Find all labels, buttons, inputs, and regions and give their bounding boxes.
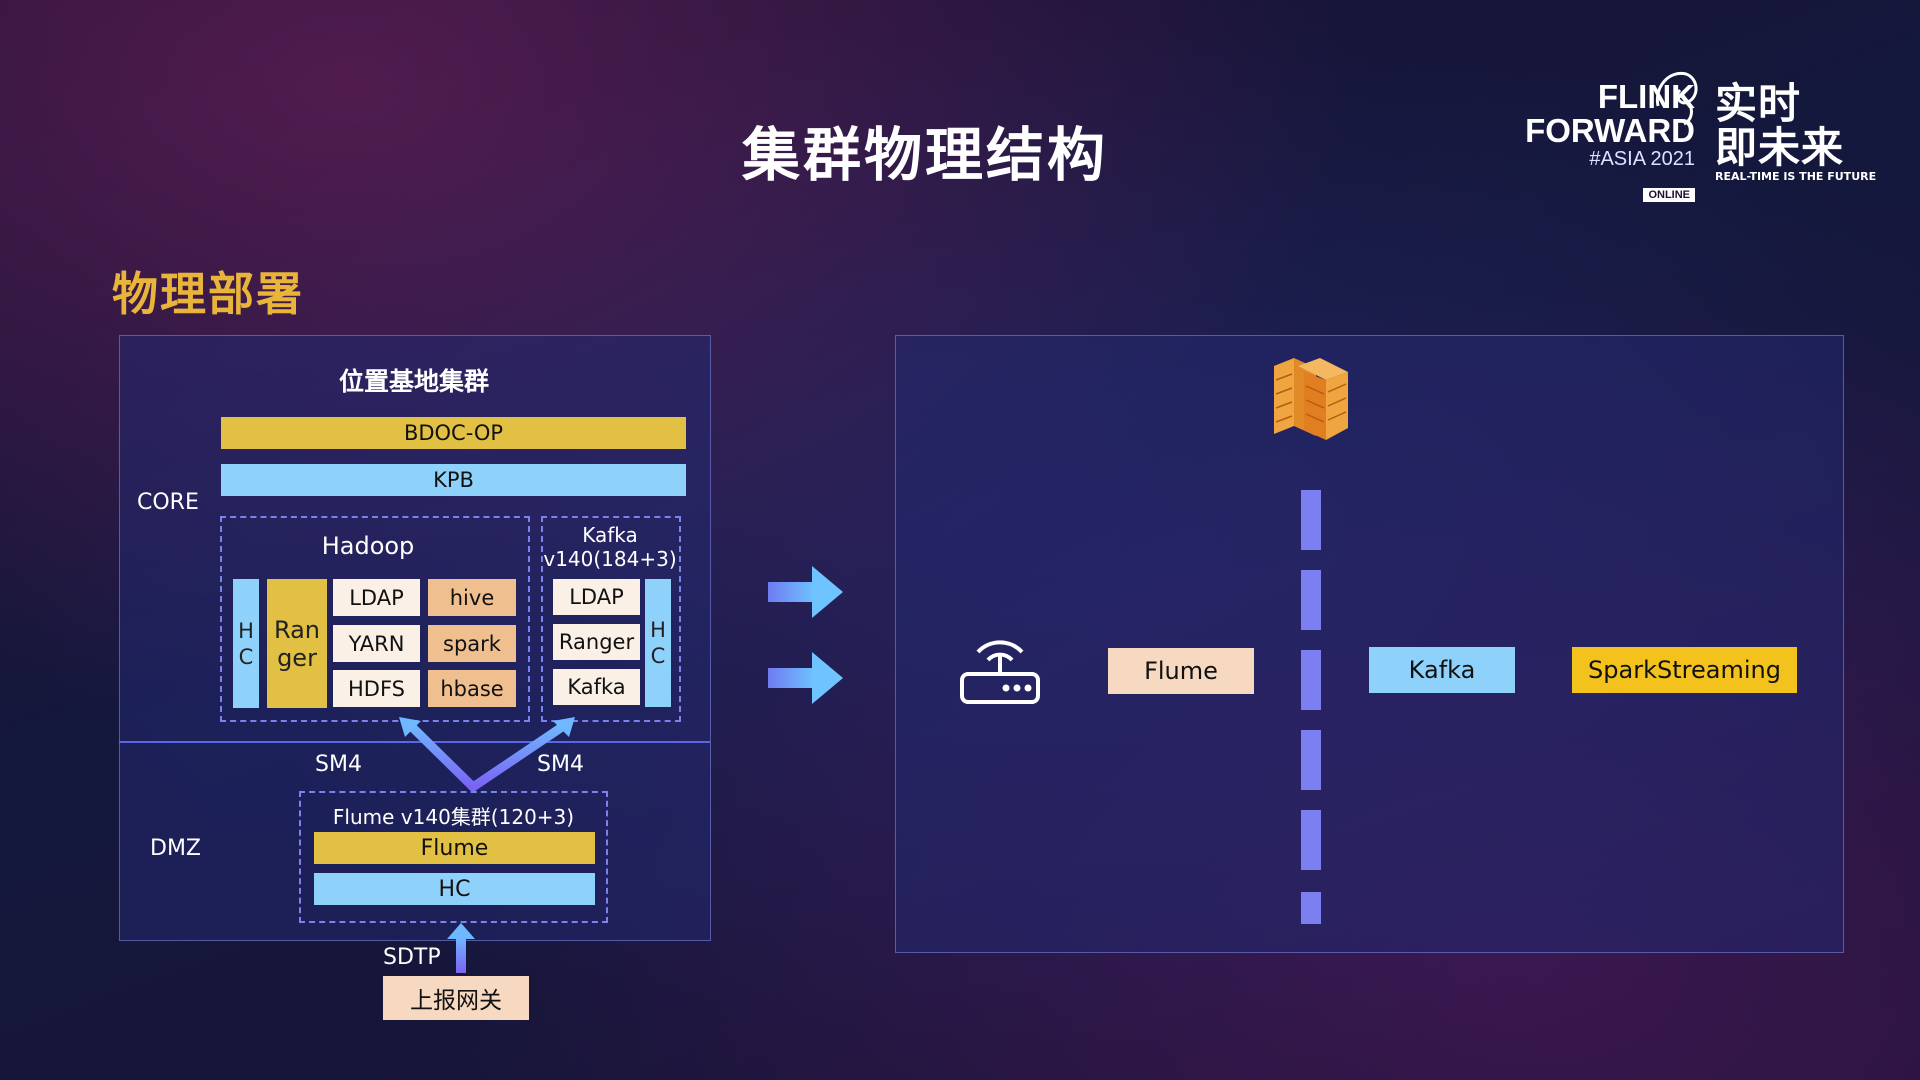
logo-cn2: 即未来	[1715, 123, 1845, 172]
realtime-logo: 实时 即未来 REAL-TIME IS THE FUTURE	[1715, 82, 1876, 184]
right-arrow-icon-top	[768, 566, 843, 618]
right-arrow-icon-bottom	[768, 652, 843, 704]
core-label: CORE	[137, 490, 199, 515]
hdfs-block: HDFS	[333, 670, 420, 707]
hbase-block: hbase	[428, 670, 516, 707]
right-kafka-box: Kafka	[1369, 647, 1515, 693]
dmz-label: DMZ	[150, 836, 201, 861]
flume-cluster-group	[299, 791, 608, 923]
sm4-left-label: SM4	[315, 752, 362, 777]
hadoop-hc-block: H C	[233, 579, 259, 708]
kafka-ranger: Ranger	[553, 624, 640, 660]
flume-cluster-hc: HC	[314, 873, 595, 905]
sdtp-arrow-icon	[447, 923, 475, 973]
kafka-block: Kafka	[553, 669, 640, 705]
squirrel-icon	[1655, 71, 1698, 126]
hadoop-hc-bottom: C	[238, 644, 254, 669]
sm4-right-label: SM4	[537, 752, 584, 777]
ranger-bottom: ger	[277, 643, 317, 672]
logo-line3: #ASIA 2021	[1589, 148, 1695, 170]
logo-tagline: REAL-TIME IS THE FUTURE	[1715, 170, 1877, 183]
logo-line2: FORWARD	[1525, 112, 1695, 149]
kafka-group	[541, 516, 681, 722]
bdoc-op-bar: BDOC-OP	[221, 417, 686, 449]
right-flume-box: Flume	[1108, 648, 1254, 694]
sm4-arrows	[399, 717, 575, 792]
core-dmz-divider	[119, 741, 710, 743]
spark-block: spark	[428, 625, 516, 662]
logo-cn1: 实时	[1715, 79, 1802, 128]
network-panel	[895, 335, 1844, 953]
hadoop-ldap: LDAP	[333, 579, 420, 616]
cluster-title: 位置基地集群	[338, 367, 489, 396]
flume-cluster-flume: Flume	[314, 832, 595, 864]
hadoop-group	[220, 516, 530, 722]
ranger-top: Ran	[273, 615, 321, 644]
gateway-box: 上报网关	[383, 976, 529, 1020]
kafka-ldap: LDAP	[553, 579, 640, 615]
hadoop-title: Hadoop	[321, 532, 415, 560]
kafka-title-line1: Kafka	[582, 523, 638, 547]
yarn-block: YARN	[333, 625, 420, 662]
hadoop-hc-top: H	[238, 618, 254, 643]
kafka-group-title: Kafka v140(184+3)	[541, 523, 679, 571]
kafka-title-line2: v140(184+3)	[543, 547, 677, 571]
firewall-icon	[1274, 358, 1348, 440]
page-title: 集群物理结构	[741, 121, 1108, 189]
right-spark-box: SparkStreaming	[1572, 647, 1797, 693]
kafka-hc-top: H	[650, 618, 666, 642]
kafka-hc-block: H C	[645, 579, 671, 707]
firewall-boundary-line	[1301, 490, 1321, 924]
section-subtitle: 物理部署	[112, 267, 304, 321]
sdtp-label: SDTP	[383, 945, 441, 970]
kpb-bar: KPB	[221, 464, 686, 496]
kafka-hc-bottom: C	[650, 644, 666, 668]
router-icon	[960, 640, 1040, 704]
ranger-block: Ran ger	[267, 579, 327, 708]
flume-cluster-title: Flume v140集群(120+3)	[332, 805, 575, 829]
logo-online-badge: ONLINE	[1643, 188, 1695, 202]
hive-block: hive	[428, 579, 516, 616]
